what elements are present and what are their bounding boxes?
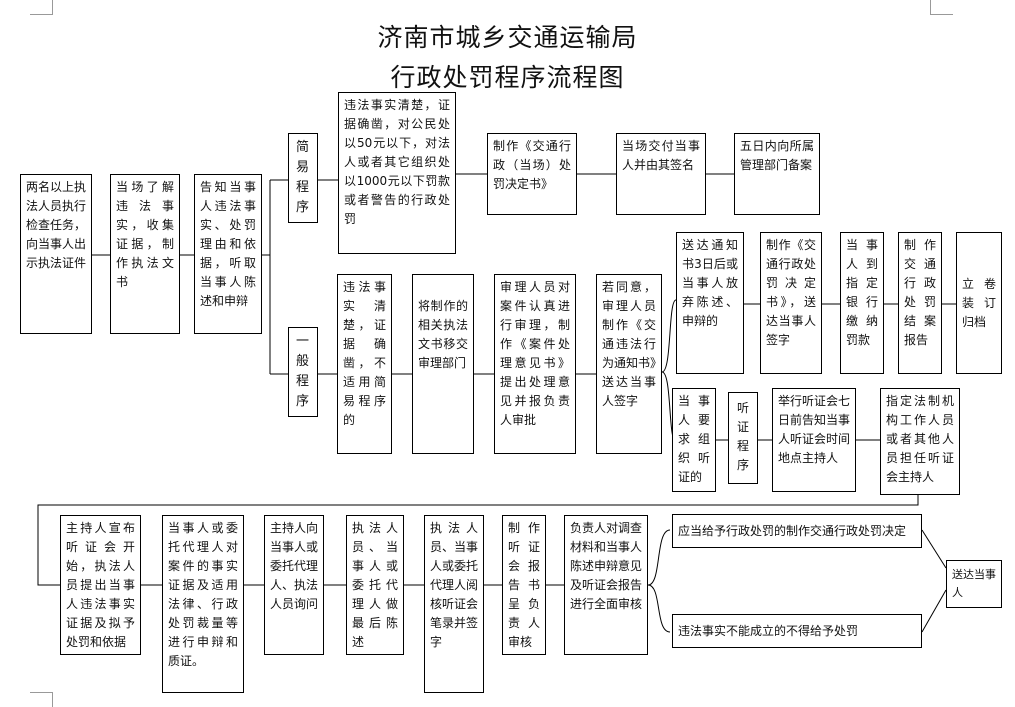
leader-review-box: 负责人对调查材料和当事人陈述申辩意见及听证会报告进行全面审核 <box>564 515 648 655</box>
case-review-box: 审理人员对案件认真进行审理，制作《案件处理意见书》提出处理意见并报负责人审批 <box>494 274 576 454</box>
hearing-host-box: 指定法制机构工作人员或者其他人员担任听证会主持人 <box>880 388 960 495</box>
page-corner-mark-tr <box>930 0 953 15</box>
review-record-box: 执法人员、当事人或委托代理人阅核听证会笔录并签字 <box>424 515 484 693</box>
investigate-box: 当场了解违法事实，收集证据，制作执法文书 <box>110 174 180 334</box>
party-argue-box: 当事人或委托代理人对案件的事实证据及适用法律、行政处罚裁量等进行申辩和质证。 <box>162 515 244 693</box>
hearing-request-box: 当事人要求组织听证的 <box>672 388 716 492</box>
penalty-decision-box: 制作《交通行政处罚决定书》，送达当事人签字 <box>760 232 822 374</box>
hearing-report-box: 制作听证会报告书呈负责人审核 <box>502 515 546 655</box>
host-open-hearing-box: 主持人宣布听证会开始，执法人员提出当事人违法事实证据及拟予处罚和依据 <box>60 515 141 655</box>
start-inspection-box: 两名以上执法人员执行检查任务，向当事人出示执法证件 <box>20 174 92 334</box>
simple-deliver-box: 当场交付当事人并由其签名 <box>616 133 706 215</box>
hearing-notice-box: 举行听证会七日前告知当事人听证会时间地点主持人 <box>772 388 856 492</box>
simple-condition-box: 违法事实清楚，证据确凿，对公民处以50元以下，对法人或者其它组织处以1000元以… <box>338 92 456 254</box>
violation-notice-box: 若同意，审理人员制作《交通违法行为通知书》送达当事人签字 <box>596 274 662 454</box>
page-corner-mark-tl <box>30 0 53 15</box>
simple-file-record-box: 五日内向所属管理部门备案 <box>734 133 820 215</box>
pay-fine-box: 当事人到指定银行缴纳罚款 <box>840 232 884 374</box>
not-established-box: 违法事实不能成立的不得给予处罚 <box>672 614 922 648</box>
inform-box: 告知当事人违法事实、处罚理由和依据，听取当事人陈述和申辩 <box>194 174 262 334</box>
deliver-3-days-box: 送达通知书3日后或当事人放弃陈述、申辩的 <box>676 232 744 374</box>
final-statement-box: 执法人员、当事人或委托代理人做最后陈述 <box>346 515 404 655</box>
close-report-box: 制作交通行政处罚结案报告 <box>898 232 942 374</box>
general-procedure-label: 一般程序 <box>288 327 318 417</box>
serve-party-box: 送达当事人 <box>946 560 1002 608</box>
archive-box: 立卷装订归档 <box>956 232 1002 374</box>
title-line-1: 济南市城乡交通运输局 <box>377 23 638 52</box>
hearing-procedure-label: 听证程序 <box>728 392 758 484</box>
transfer-docs-box: 将制作的相关执法文书移交审理部门 <box>412 274 474 454</box>
page-corner-mark-bl <box>30 692 53 707</box>
should-punish-box: 应当给予行政处罚的制作交通行政处罚决定 <box>672 514 922 548</box>
general-condition-box: 违法事实清楚，证据确凿，不适用简易程序的 <box>337 274 392 454</box>
title-line-2: 行政处罚程序流程图 <box>390 63 625 92</box>
simple-decision-doc-box: 制作《交通行政（当场）处罚决定书》 <box>487 133 577 215</box>
simple-procedure-label: 简易程序 <box>288 133 318 223</box>
host-inquiry-box: 主持人向当事人或委托代理人、执法人员询问 <box>264 515 324 655</box>
